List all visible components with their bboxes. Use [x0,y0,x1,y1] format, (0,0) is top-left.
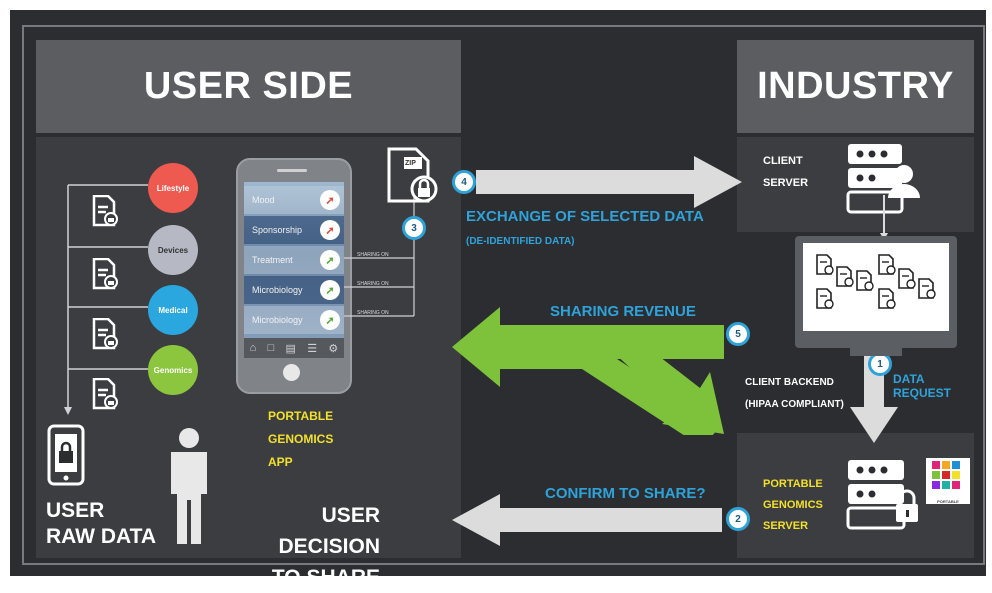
confirm-arrow [452,494,722,546]
raw-data-label: USER RAW DATA [46,499,157,548]
user-decision-label: USER DECISION TO SHARE [271,504,380,589]
deidentified-label: (DE-IDENTIFIED DATA) [466,236,575,247]
user-side-header: USER SIDE [36,40,461,133]
gear-icon[interactable]: ⚙ [328,342,339,355]
phone-speaker [277,169,307,172]
app-row[interactable]: Microbiology➚ [244,306,344,334]
step-5-badge: 5 [726,322,750,346]
frame-border [22,25,985,565]
person-icon [165,428,213,551]
phone-toolbar: ⌂ □ ▤ ☰ ⚙ [244,338,344,358]
client-backend-label: CLIENT BACKEND (HIPAA COMPLIANT) [745,377,844,410]
step-2-badge: 2 [726,507,750,531]
sharing-tag: SHARING ON [357,252,389,258]
client-server-label: CLIENT SERVER [763,155,809,189]
share-icon[interactable]: ➚ [320,220,340,240]
revenue-label: SHARING REVENUE [550,303,696,320]
app-row[interactable]: Mood➚ [244,186,344,214]
revenue-branch-arrow [600,326,724,434]
category-tree [64,184,148,415]
app-row[interactable]: Microbiology➚ [244,276,344,304]
sharing-tag: SHARING ON [357,310,389,316]
doc-icon[interactable]: ▤ [285,342,296,355]
doc-lock-icon [92,377,118,415]
zip-lock-icon [386,147,438,210]
server-user-icon [846,142,924,223]
laptop-base [850,348,902,356]
laptop-screen [803,243,949,331]
phone-lock-icon [46,423,86,492]
category-genomics: Genomics [148,345,198,395]
zip-label: ZIP [405,160,416,167]
check-icon[interactable]: ➚ [320,280,340,300]
server-lock-icon [846,458,926,543]
doc-lock-icon [92,317,118,355]
doc-lock-icon [92,194,118,232]
pg-app-label: PORTABLE GENOMICS APP [268,409,334,469]
confirm-label: CONFIRM TO SHARE? [545,485,706,502]
sharing-connectors [344,180,415,317]
category-medical: Medical [148,285,198,335]
pg-server-label: PORTABLE GENOMICS SERVER [763,478,823,532]
exchange-arrow [476,156,742,208]
industry-header: INDUSTRY [737,40,974,133]
check-icon[interactable]: ➚ [320,310,340,330]
category-lifestyle: Lifestyle [148,163,198,213]
phone-home-button[interactable] [283,364,300,381]
list-icon[interactable]: ☰ [307,342,318,355]
check-icon[interactable]: ➚ [320,250,340,270]
app-row[interactable]: Treatment➚ [244,246,344,274]
industry-title: INDUSTRY [757,65,954,107]
share-icon[interactable]: ➚ [320,190,340,210]
step-4-badge: 4 [452,170,476,194]
home-icon[interactable]: ⌂ [249,342,257,354]
exchange-label: EXCHANGE OF SELECTED DATA [466,208,704,225]
user-side-title: USER SIDE [143,65,354,107]
category-devices: Devices [148,225,198,275]
step-3-badge: 3 [402,216,426,240]
revenue-arrow [452,307,724,435]
data-request-label: DATA REQUEST [893,372,952,400]
tab-icon[interactable]: □ [267,342,275,354]
app-row[interactable]: Sponsorship➚ [244,216,344,244]
sharing-tag: SHARING ON [357,281,389,287]
laptop-files [816,254,936,309]
server-to-laptop-connector [880,195,888,240]
doc-lock-icon [92,257,118,295]
data-request-arrow [850,345,898,443]
